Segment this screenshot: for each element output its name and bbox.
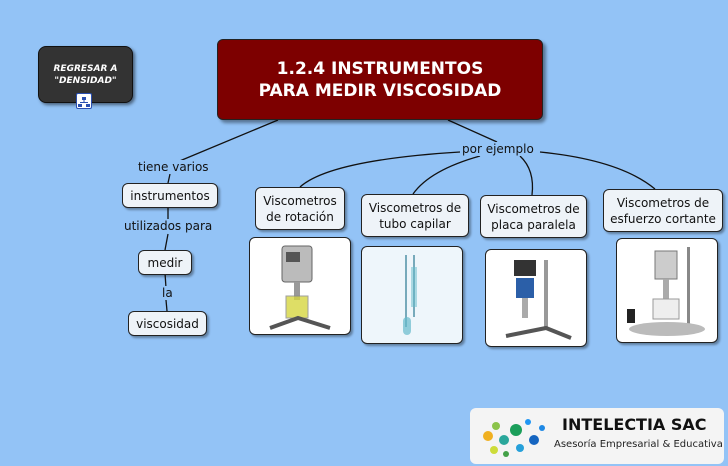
example-placa-paralela: Viscometros de placa paralela	[480, 195, 587, 238]
main-concept-title: 1.2.4 INSTRUMENTOS PARA MEDIR VISCOSIDAD	[217, 39, 543, 120]
concept-map-link-icon[interactable]	[76, 93, 92, 109]
parallel-plate-viscometer-image	[485, 249, 587, 347]
capillary-viscometer-image	[361, 246, 463, 344]
example-rotacion: Viscometros de rotación	[255, 187, 345, 230]
link-utilizados-para: utilizados para	[122, 219, 215, 233]
logo-name: INTELECTIA SAC	[562, 415, 707, 434]
intelectia-logo: INTELECTIA SAC Asesoría Empresarial & Ed…	[470, 408, 724, 464]
example-esfuerzo-cortante: Viscometros de esfuerzo cortante	[603, 189, 723, 232]
shear-stress-viscometer-image	[616, 238, 718, 343]
concept-medir: medir	[138, 250, 192, 275]
link-por-ejemplo: por ejemplo	[460, 142, 536, 156]
concept-viscosidad: viscosidad	[128, 311, 207, 336]
back-button-label: REGRESAR A "DENSIDAD"	[53, 63, 118, 86]
network-dots-icon	[483, 419, 545, 457]
link-la: la	[160, 286, 175, 300]
concept-instrumentos: instrumentos	[122, 183, 218, 208]
example-tubo-capilar: Viscometros de tubo capilar	[361, 194, 469, 237]
link-tiene-varios: tiene varios	[136, 160, 211, 174]
rotational-viscometer-image	[249, 237, 351, 335]
logo-tagline: Asesoría Empresarial & Educativa	[554, 439, 723, 450]
